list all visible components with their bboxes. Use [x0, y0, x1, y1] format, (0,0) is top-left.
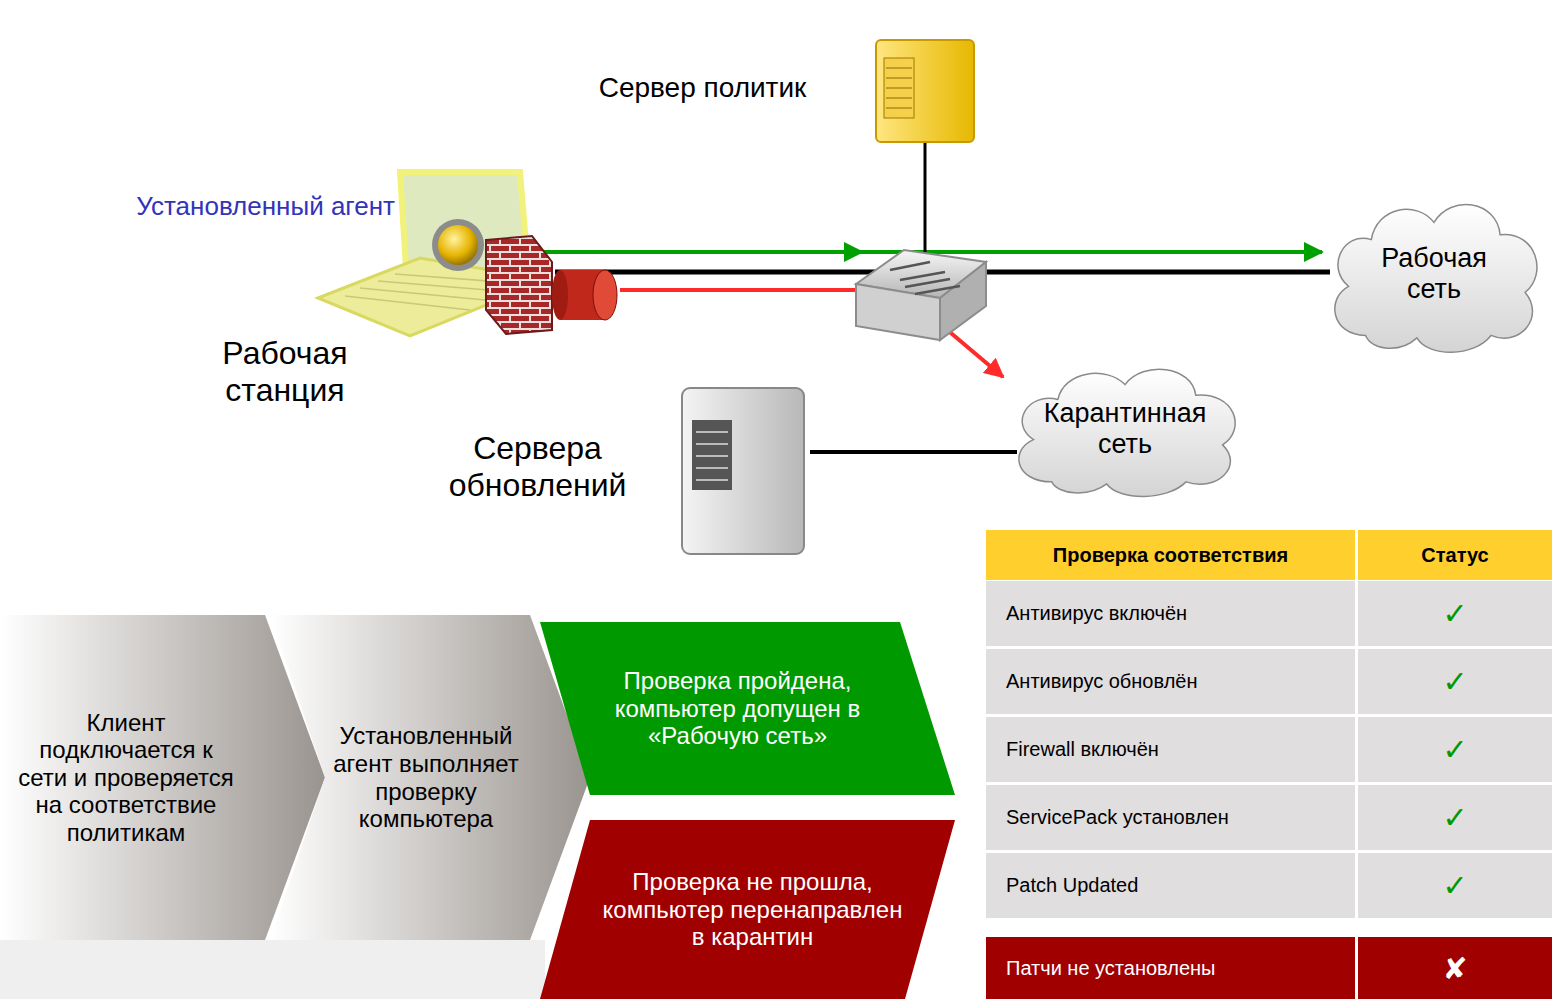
chevron-shape	[0, 615, 325, 940]
status-mark: ✘	[1442, 951, 1467, 986]
tunnel-icon	[552, 270, 617, 320]
table-cell: ✓	[1358, 717, 1552, 782]
table-cell: Патчи не установлены	[986, 937, 1355, 999]
table-cell: Антивирус включён	[986, 581, 1355, 646]
network-cloud: Карантинная сеть	[1003, 355, 1247, 503]
connector	[810, 450, 1017, 454]
table-text: Статус	[1421, 544, 1488, 567]
table-text: Firewall включён	[1006, 738, 1159, 761]
table-cell: Patch Updated	[986, 853, 1355, 918]
table-cell: ✓	[1358, 581, 1552, 646]
node-text: Установленный агент выполняет проверку к…	[270, 722, 590, 832]
parallelogram-shape	[540, 622, 955, 795]
status-mark: ✓	[1442, 868, 1467, 903]
labelled-node: Сервера обновлений	[425, 385, 810, 555]
result-box: Проверка не прошла, компьютер перенаправ…	[540, 820, 955, 999]
node-text: Клиент подключается к сети и проверяется…	[0, 709, 325, 847]
wire	[924, 140, 927, 255]
result-box: Проверка пройдена, компьютер допущен в «…	[540, 622, 955, 795]
table-text: Антивирус обновлён	[1006, 670, 1198, 693]
switch-icon	[856, 250, 986, 340]
table-cell: ✓	[1358, 649, 1552, 714]
table-text: Проверка соответствия	[1053, 544, 1288, 567]
network-cloud: Рабочая сеть	[1320, 188, 1548, 360]
status-mark: ✓	[1442, 596, 1467, 631]
table-cell: ✘	[1358, 937, 1552, 999]
table-cell: ✓	[1358, 785, 1552, 850]
table-cell: ServicePack установлен	[986, 785, 1355, 850]
node-text: Проверка не прошла, компьютер перенаправ…	[540, 868, 955, 951]
table-text: Patch Updated	[1006, 874, 1138, 897]
table-cell: Статус	[1358, 530, 1552, 580]
step-chevron: Клиент подключается к сети и проверяется…	[0, 615, 325, 940]
status-mark: ✓	[1442, 732, 1467, 767]
table-cell: Firewall включён	[986, 717, 1355, 782]
status-mark: ✓	[1442, 800, 1467, 835]
node-text: Сервера обновлений	[425, 430, 650, 504]
node-text: Карантинная сеть	[1003, 398, 1247, 460]
step-chevron: Установленный агент выполняет проверку к…	[270, 615, 590, 940]
table-cell: ✓	[1358, 853, 1552, 918]
bottom-band	[0, 940, 545, 999]
node-text: Проверка пройдена, компьютер допущен в «…	[540, 667, 955, 750]
agent-label: Установленный агент	[80, 192, 395, 222]
update-server-icon	[682, 388, 804, 554]
labelled-node: Сервер политик	[560, 60, 845, 120]
table-text: ServicePack установлен	[1006, 806, 1229, 829]
chevron-shape	[270, 615, 590, 940]
labelled-node: Установленный агентРабочая станция	[80, 170, 560, 415]
table-text: Антивирус включён	[1006, 602, 1187, 625]
table-cell: Проверка соответствия	[986, 530, 1355, 580]
table-cell: Антивирус обновлён	[986, 649, 1355, 714]
firewall-icon	[486, 236, 552, 334]
node-text: Рабочая станция	[195, 335, 375, 409]
status-mark: ✓	[1442, 664, 1467, 699]
node-text: Сервер политик	[560, 72, 845, 104]
table-text: Патчи не установлены	[1006, 957, 1215, 980]
policy-server-icon	[876, 40, 974, 142]
node-text: Рабочая сеть	[1320, 243, 1548, 305]
parallelogram-shape	[540, 820, 955, 999]
